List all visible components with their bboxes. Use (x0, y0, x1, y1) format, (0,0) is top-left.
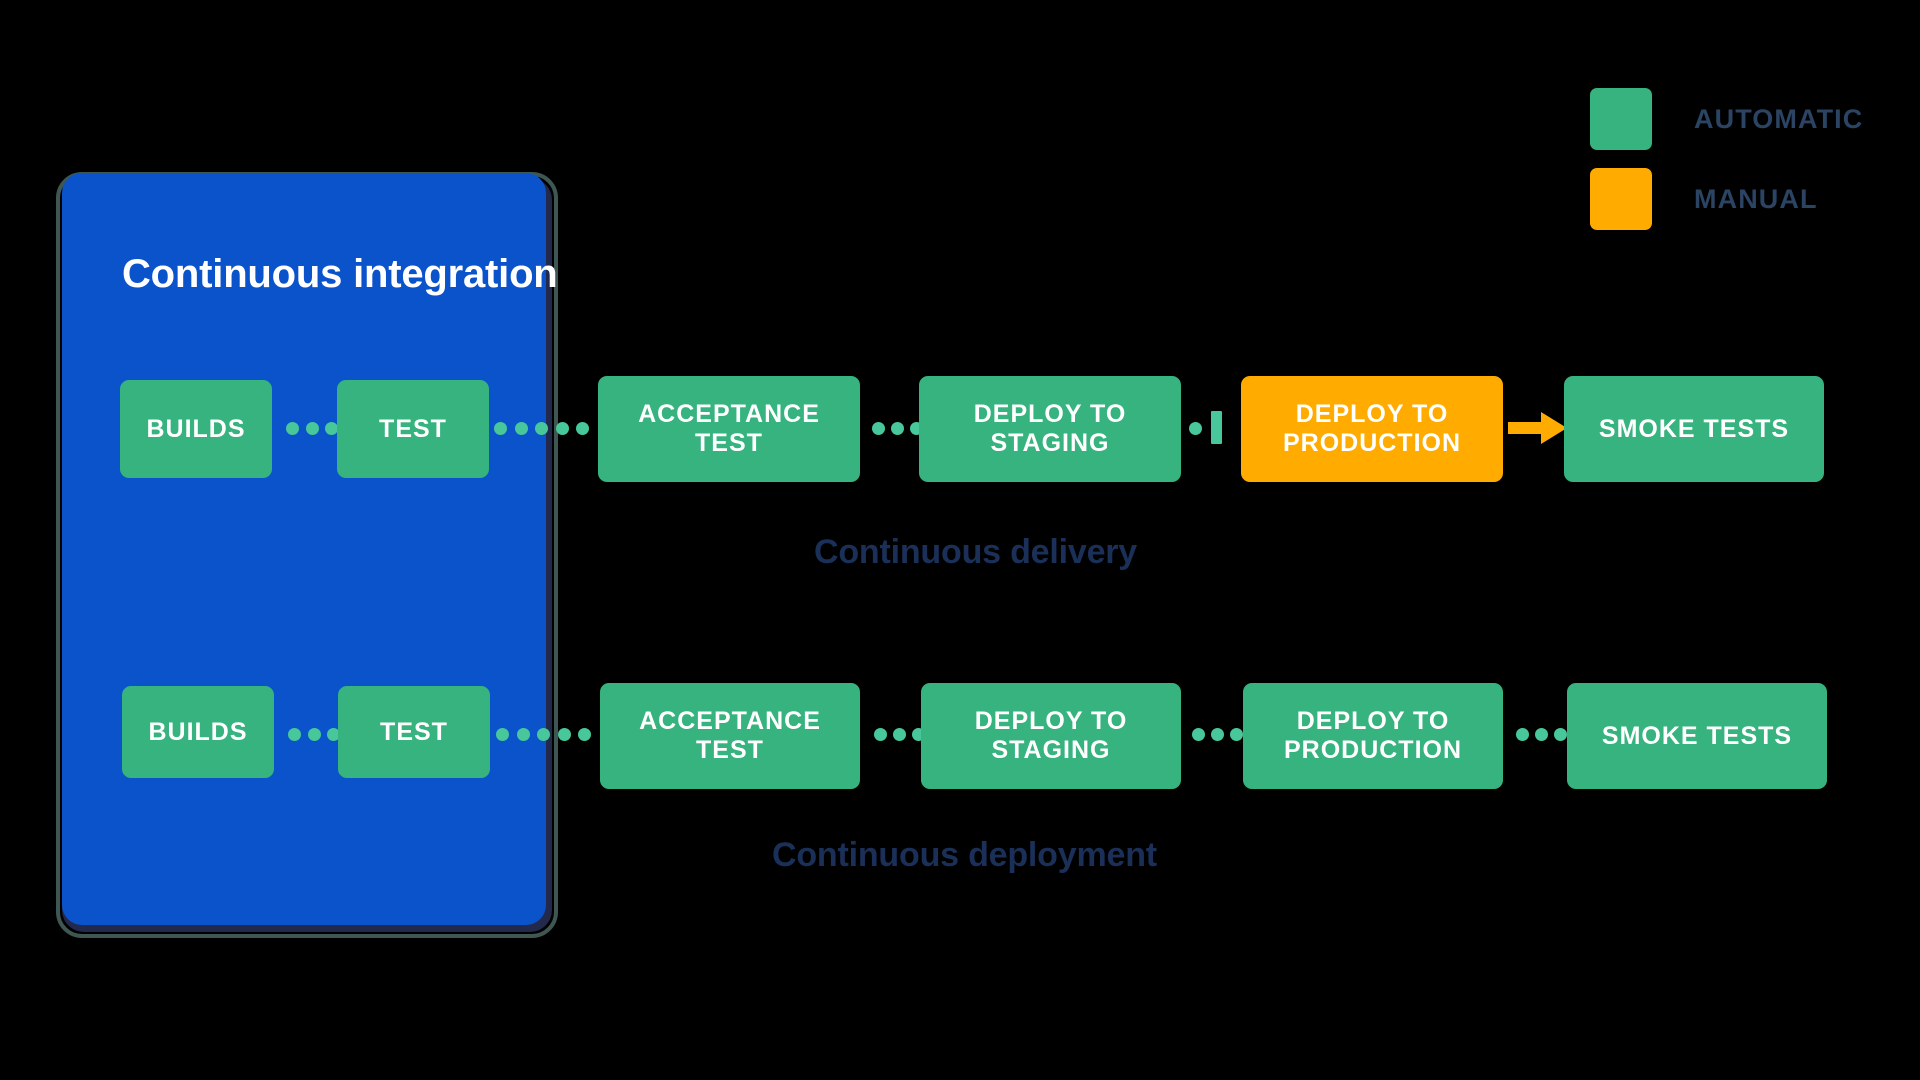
stage-r1-deploy-to-staging[interactable]: DEPLOY TO STAGING (919, 376, 1181, 482)
stage-label-line1: ACCEPTANCE (638, 400, 820, 429)
dot (874, 727, 887, 741)
stage-r2-deploy-to-production[interactable]: DEPLOY TO PRODUCTION (1243, 683, 1503, 789)
dot (288, 727, 301, 741)
stage-label-line1: DEPLOY TO (974, 707, 1128, 736)
stage-r2-test[interactable]: TEST (338, 686, 490, 778)
stage-label: SMOKE TESTS (1601, 721, 1793, 750)
stage-label-line2: STAGING (990, 429, 1110, 457)
stage-label: ACCEPTANCE TEST (638, 400, 820, 458)
stage-label: TEST (379, 414, 447, 443)
stage-label: BUILDS (146, 414, 246, 443)
stage-r2-builds[interactable]: BUILDS (122, 686, 274, 778)
dot (1211, 727, 1224, 741)
stage-label-line2: TEST (695, 429, 763, 457)
dot (1535, 727, 1548, 741)
connector-dotted-r2-staging-production (1192, 727, 1243, 741)
stage-label-line1: DEPLOY TO (1295, 400, 1449, 429)
stage-label: TEST (380, 717, 448, 746)
dot (514, 421, 528, 435)
stage-r1-deploy-to-production[interactable]: DEPLOY TO PRODUCTION (1241, 376, 1503, 482)
stage-label-line2: PRODUCTION (1283, 736, 1463, 764)
dot (286, 421, 299, 435)
legend-label-automatic: AUTOMATIC (1694, 103, 1864, 134)
dot (891, 421, 904, 435)
dot (494, 421, 507, 435)
stage-label-line1: DEPLOY TO (1296, 707, 1450, 736)
dot (576, 421, 589, 435)
stage-r2-smoke-tests[interactable]: SMOKE TESTS (1567, 683, 1827, 789)
arrow-right-icon (1508, 412, 1567, 444)
connector-dotted-r1-acceptance-staging (872, 421, 923, 435)
dot (1230, 727, 1243, 741)
caption-continuous-deployment: Continuous deployment (772, 836, 1157, 874)
dot (872, 421, 885, 435)
caption-continuous-delivery: Continuous delivery (814, 533, 1138, 571)
gate-marker-icon (1211, 411, 1222, 444)
stage-label: DEPLOY TO PRODUCTION (1284, 707, 1462, 765)
dot (1554, 727, 1567, 741)
connector-dotted-r2-production-smoke (1516, 727, 1567, 741)
dot (537, 727, 550, 741)
dot (1516, 727, 1529, 741)
connector-dotted-r2-test-acceptance (496, 727, 591, 741)
dot (1192, 727, 1205, 741)
stage-label: BUILDS (148, 717, 248, 746)
dot (578, 727, 591, 741)
stage-label: DEPLOY TO STAGING (975, 707, 1128, 765)
dot (535, 421, 548, 435)
dot (327, 727, 341, 741)
legend-swatch-manual-icon (1590, 168, 1652, 230)
legend: AUTOMATIC MANUAL (1590, 88, 1863, 248)
connector-gate-r1-staging-production (1189, 421, 1202, 435)
continuous-integration-title: Continuous integration (122, 252, 558, 296)
dot (496, 727, 509, 741)
legend-label-manual: MANUAL (1694, 183, 1818, 214)
stage-label-line2: PRODUCTION (1282, 429, 1462, 457)
dot (555, 421, 569, 435)
connector-dotted-r2-acceptance-staging (874, 727, 925, 741)
stage-label: DEPLOY TO STAGING (974, 400, 1127, 458)
stage-label-line2: TEST (696, 736, 764, 764)
dot (557, 727, 571, 741)
dot (516, 727, 530, 741)
dot (307, 727, 321, 741)
dot (893, 727, 906, 741)
continuous-integration-panel (62, 173, 546, 925)
dot (1189, 421, 1202, 435)
stage-label: SMOKE TESTS (1598, 414, 1790, 443)
stage-label-line1: DEPLOY TO (973, 400, 1127, 429)
stage-r1-acceptance-test[interactable]: ACCEPTANCE TEST (598, 376, 860, 482)
connector-dotted-r1-test-acceptance (494, 421, 589, 435)
stage-r2-acceptance-test[interactable]: ACCEPTANCE TEST (600, 683, 860, 789)
stage-label-line2: STAGING (991, 736, 1111, 764)
stage-label-line1: ACCEPTANCE (639, 707, 821, 736)
stage-r2-deploy-to-staging[interactable]: DEPLOY TO STAGING (921, 683, 1181, 789)
legend-item-automatic: AUTOMATIC (1590, 88, 1863, 150)
stage-label: ACCEPTANCE TEST (639, 707, 821, 765)
stage-r1-test[interactable]: TEST (337, 380, 489, 478)
dot (305, 421, 319, 435)
legend-swatch-automatic-icon (1590, 88, 1652, 150)
dot (325, 421, 339, 435)
legend-item-manual: MANUAL (1590, 168, 1863, 230)
stage-r1-builds[interactable]: BUILDS (120, 380, 272, 478)
stage-label: DEPLOY TO PRODUCTION (1283, 400, 1461, 458)
stage-r1-smoke-tests[interactable]: SMOKE TESTS (1564, 376, 1824, 482)
